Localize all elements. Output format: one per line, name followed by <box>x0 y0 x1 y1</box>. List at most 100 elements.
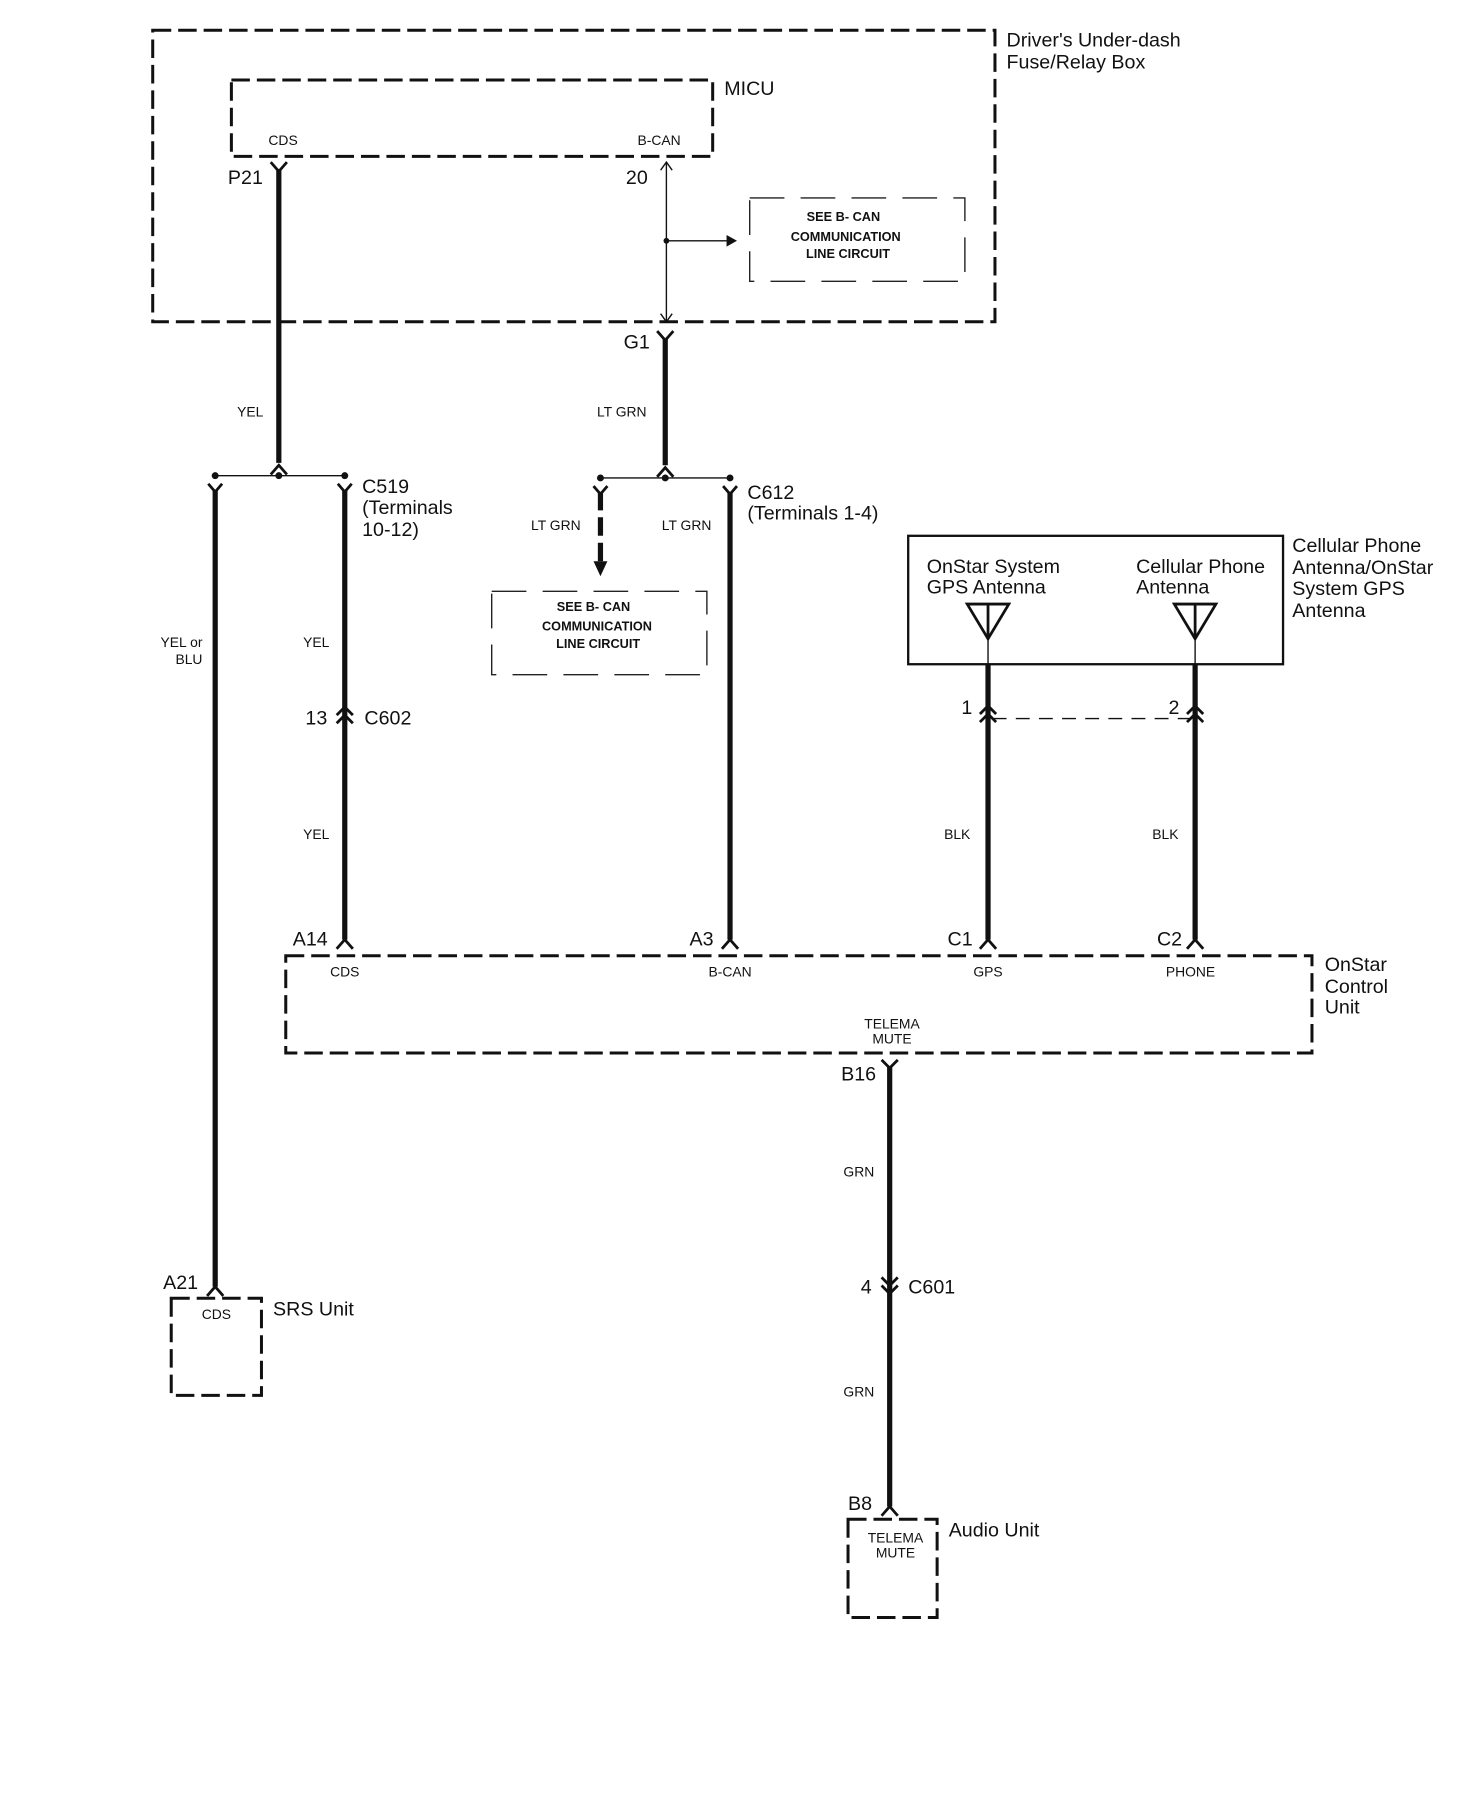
gps-antenna-label-line2: GPS Antenna <box>927 577 1046 599</box>
gps-connector-icon <box>978 703 998 724</box>
onstar-pin-telema-line2: MUTE <box>872 1031 911 1047</box>
onstar-pin-bcan: B-CAN <box>708 964 751 980</box>
c602-name: C602 <box>364 707 411 729</box>
c601-connector-icon <box>880 1276 899 1296</box>
c519-left-terminal-icon <box>207 482 224 494</box>
b16-terminal-icon <box>880 1058 899 1070</box>
onstar-label-line1: OnStar <box>1325 954 1388 976</box>
onstar-pin-gps: GPS <box>973 964 1002 980</box>
audio-pin-telema-line2: MUTE <box>876 1544 915 1560</box>
audio-pin-telema-line1: TELEMA <box>868 1529 924 1545</box>
arrow-up-icon <box>660 160 673 171</box>
micu-unit: MICU CDS B-CAN <box>229 78 774 158</box>
arrow-down-bold-icon <box>593 561 608 577</box>
wire-color-yel-low: YEL <box>303 826 330 842</box>
terminal-b8: B8 <box>848 1493 872 1515</box>
micu-pin-cds: CDS <box>268 132 297 148</box>
onstar-control-unit: OnStar Control Unit A14 CDS A3 B-CAN C1 … <box>284 928 1388 1055</box>
wire-color-grn-upper: GRN <box>843 1164 874 1180</box>
micu-label: MICU <box>724 78 774 100</box>
antenna-assembly-label-line4: Antenna <box>1292 600 1365 622</box>
onstar-pin-cds: CDS <box>330 964 359 980</box>
gps-antenna-icon <box>964 602 1012 665</box>
onstar-pin-telema-line1: TELEMA <box>864 1016 920 1032</box>
c612-input-icon <box>656 465 675 478</box>
terminal-g1: G1 <box>624 331 650 353</box>
c601-name: C601 <box>908 1277 955 1299</box>
wire-color-blk-phone: BLK <box>1152 826 1179 842</box>
terminal-20: 20 <box>626 167 648 189</box>
note-mid-line2: COMMUNICATION <box>542 619 652 634</box>
a21-terminal-icon <box>206 1284 225 1297</box>
onstar-pin-phone: PHONE <box>1166 964 1215 980</box>
a14-terminal-icon <box>335 937 354 950</box>
c519-right-terminal-icon <box>336 482 353 494</box>
fuse-box-label-line2: Fuse/Relay Box <box>1007 51 1146 73</box>
wire-color-ltgrn-right: LT GRN <box>662 517 712 533</box>
wire-color-ltgrn-top: LT GRN <box>597 404 647 420</box>
audio-unit: B8 TELEMA MUTE Audio Unit <box>846 1493 1040 1620</box>
terminal-b16: B16 <box>841 1064 876 1086</box>
antenna-assembly: Cellular Phone Antenna/OnStar System GPS… <box>907 534 1434 666</box>
phone-antenna-label-line1: Cellular Phone <box>1136 556 1265 578</box>
ltgrn-wire-to-note: LT GRN <box>531 491 608 577</box>
antenna-pin-2: 2 <box>1169 697 1180 719</box>
c519-input-icon <box>269 463 288 476</box>
see-bcan-note-middle: SEE B- CAN COMMUNICATION LINE CIRCUIT <box>491 590 708 676</box>
note-mid-line1: SEE B- CAN <box>557 599 631 614</box>
wire-color-yel-mid: YEL <box>303 634 330 650</box>
phone-antenna-icon <box>1171 602 1219 665</box>
c519-detail-line2: 10-12) <box>362 519 419 541</box>
arrow-down-icon <box>660 313 673 323</box>
terminal-p21: P21 <box>228 167 263 189</box>
wire-color-ltgrn-left: LT GRN <box>531 517 581 533</box>
c602-pin: 13 <box>305 707 327 729</box>
c1-terminal-icon <box>978 937 998 950</box>
wire-color-yel-or-blu-line1: YEL or <box>161 634 203 650</box>
cds-wire-upper: P21 YEL <box>228 161 288 476</box>
terminal-a21: A21 <box>163 1272 198 1294</box>
c612-splice: C612 (Terminals 1-4) <box>592 474 878 525</box>
antenna-pin-1: 1 <box>961 697 972 719</box>
srs-cds-wire: YEL or BLU <box>161 490 218 1287</box>
onstar-label-line2: Control <box>1325 976 1388 998</box>
wire-color-yel-or-blu-line2: BLU <box>175 651 202 667</box>
onstar-cds-wire: YEL 13 C602 YEL <box>303 490 411 940</box>
antenna-assembly-label-line1: Cellular Phone <box>1292 535 1421 557</box>
wire-color-blk-gps: BLK <box>944 826 971 842</box>
antenna-assembly-label-line3: System GPS <box>1292 578 1405 600</box>
terminal-a3: A3 <box>690 928 714 950</box>
srs-unit-label: SRS Unit <box>273 1299 354 1321</box>
note-top-line3: LINE CIRCUIT <box>806 246 890 261</box>
c612-name: C612 <box>747 482 794 504</box>
phone-connector-icon <box>1186 703 1205 724</box>
terminal-a14: A14 <box>293 928 328 950</box>
fuse-relay-box: Driver's Under-dash Fuse/Relay Box <box>151 28 1181 324</box>
note-mid-line3: LINE CIRCUIT <box>556 636 640 651</box>
b8-terminal-icon <box>880 1504 899 1517</box>
note-top-line2: COMMUNICATION <box>791 229 901 244</box>
telema-mute-wire: B16 GRN 4 C601 GRN <box>841 1058 955 1507</box>
c519-name: C519 <box>362 476 409 498</box>
see-bcan-note-top: SEE B- CAN COMMUNICATION LINE CIRCUIT <box>749 197 966 282</box>
wire-color-yel-top: YEL <box>237 404 264 420</box>
c519-detail-line1: (Terminals <box>362 497 453 519</box>
c519-splice: C519 (Terminals 10-12) <box>207 472 453 541</box>
c601-pin: 4 <box>861 1277 872 1299</box>
gps-antenna-label-line1: OnStar System <box>927 556 1060 578</box>
srs-unit: A21 CDS SRS Unit <box>163 1272 354 1397</box>
audio-unit-label: Audio Unit <box>949 1520 1040 1542</box>
note-top-line1: SEE B- CAN <box>807 209 881 224</box>
bcan-thin-line: 20 <box>626 160 737 323</box>
micu-pin-bcan: B-CAN <box>637 132 680 148</box>
c2-terminal-icon <box>1185 937 1205 950</box>
fuse-box-label-line1: Driver's Under-dash <box>1007 29 1181 51</box>
wire-color-grn-lower: GRN <box>843 1384 874 1400</box>
antenna-assembly-label-line2: Antenna/OnStar <box>1292 557 1433 579</box>
phone-antenna-label-line2: Antenna <box>1136 577 1209 599</box>
c602-connector-icon <box>335 705 354 725</box>
ltgrn-wire-upper: G1 LT GRN <box>597 330 675 478</box>
terminal-c2: C2 <box>1157 928 1182 950</box>
c612-detail: (Terminals 1-4) <box>747 503 878 525</box>
